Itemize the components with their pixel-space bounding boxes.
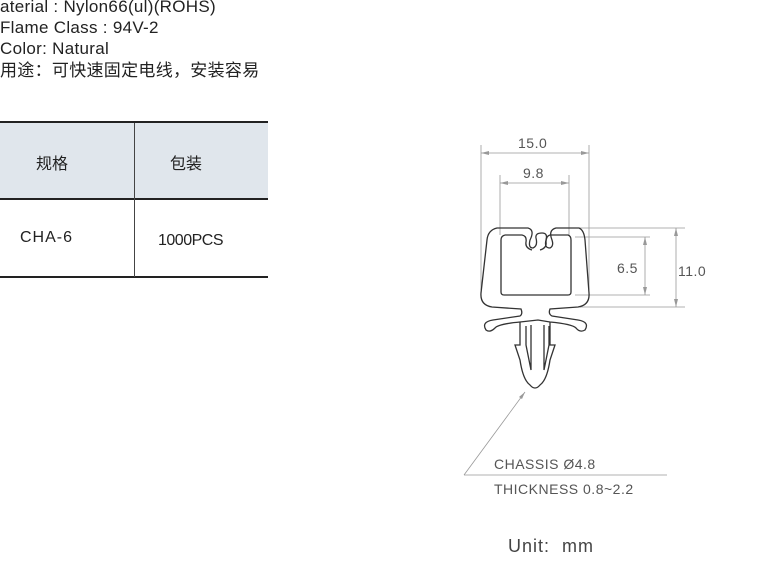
- dim-width-outer: 15.0: [518, 135, 547, 151]
- table-header-packing: 包装: [170, 156, 203, 173]
- table-top-border: [0, 121, 268, 123]
- thickness-label: THICKNESS 0.8~2.2: [494, 481, 634, 497]
- table-column-divider: [134, 123, 135, 277]
- spec-material: aterial : Nylon66(ul)(ROHS): [0, 0, 216, 16]
- table-header-spec: 规格: [36, 156, 69, 173]
- dim-height-inner: 6.5: [617, 260, 638, 276]
- dimension-arrows: [481, 151, 678, 399]
- dim-height-outer: 11.0: [678, 263, 706, 279]
- spec-usage: 用途：可快速固定电线，安装容易: [0, 61, 260, 80]
- table-cell-quantity: 1000PCS: [158, 232, 224, 249]
- unit-label: Unit: mm: [508, 536, 595, 556]
- dim-width-inner: 9.8: [523, 165, 544, 181]
- spec-color: Color: Natural: [0, 39, 110, 58]
- table-cell-model: CHA-6: [20, 229, 74, 246]
- spec-flame-class: Flame Class : 94V-2: [0, 18, 159, 37]
- clip-outline: [480, 227, 590, 389]
- table-bottom-border: [0, 276, 268, 278]
- spec-table: 规格 包装 CHA-6 1000PCS: [0, 121, 268, 278]
- dimension-lines: [463, 145, 685, 476]
- chassis-label: CHASSIS Ø4.8: [494, 456, 596, 472]
